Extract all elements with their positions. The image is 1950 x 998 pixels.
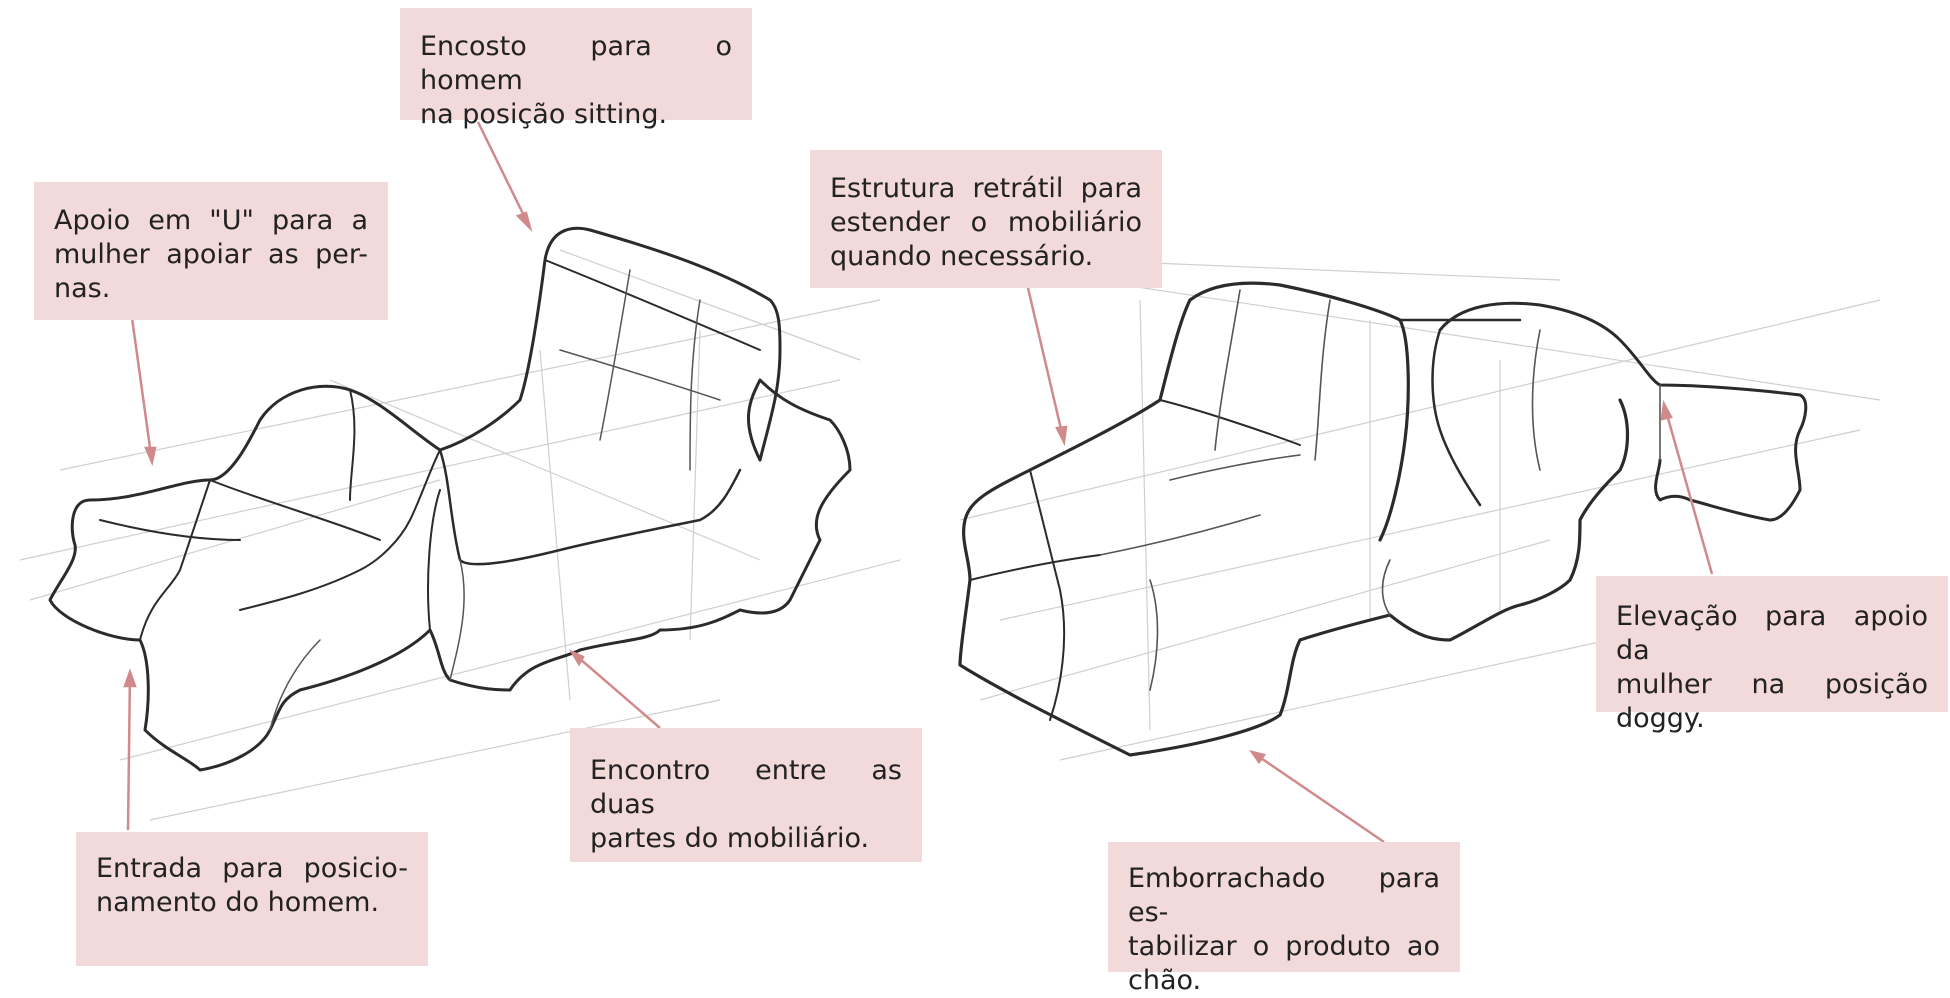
furniture-sketch <box>19 121 1881 844</box>
construction-lines <box>19 249 1881 821</box>
callout-estrutura: Estrutura retrátil para estender o mobil… <box>810 150 1162 288</box>
callout-emborrachado: Emborrachado para es- tabilizar o produt… <box>1108 842 1460 996</box>
callout-encosto-line-1: Encosto para o homem <box>420 31 732 96</box>
callout-encontro-line-1: Encontro entre as duas <box>590 755 902 820</box>
callout-apoio-u: Apoio em "U" para a mulher apoiar as per… <box>34 182 388 320</box>
callout-elevacao-line-3: doggy. <box>1616 703 1705 734</box>
callout-apoio-u-line-2: mulher apoiar as per- <box>54 239 368 270</box>
callout-encosto-line-2: na posição sitting. <box>420 99 668 130</box>
callout-elevacao-line-2: mulher na posição <box>1616 669 1928 700</box>
callout-emborrachado-line-3: chão. <box>1128 965 1202 996</box>
leader-lines <box>123 121 1714 844</box>
callout-elevacao-line-1: Elevação para apoio da <box>1616 601 1928 666</box>
callout-emborrachado-line-1: Emborrachado para es- <box>1128 863 1440 928</box>
callout-encontro-line-2: partes do mobiliário. <box>590 823 870 854</box>
callout-estrutura-line-3: quando necessário. <box>830 241 1094 272</box>
callout-encosto: Encosto para o homem na posição sitting. <box>400 8 752 130</box>
callout-entrada: Entrada para posicio- namento do homem. <box>76 832 428 966</box>
callout-encontro: Encontro entre as duas partes do mobiliá… <box>570 728 922 862</box>
callout-estrutura-line-1: Estrutura retrátil para <box>830 173 1142 204</box>
right-furniture-drawing <box>958 281 1808 757</box>
callout-entrada-line-1: Entrada para posicio- <box>96 853 408 884</box>
callout-entrada-line-2: namento do homem. <box>96 887 380 918</box>
callout-elevacao: Elevação para apoio da mulher na posição… <box>1596 576 1948 734</box>
left-furniture-drawing <box>48 226 852 772</box>
callout-emborrachado-line-2: tabilizar o produto ao <box>1128 931 1440 962</box>
callout-apoio-u-line-1: Apoio em "U" para a <box>54 205 368 236</box>
callout-apoio-u-line-3: nas. <box>54 273 111 304</box>
callout-estrutura-line-2: estender o mobiliário <box>830 207 1142 238</box>
